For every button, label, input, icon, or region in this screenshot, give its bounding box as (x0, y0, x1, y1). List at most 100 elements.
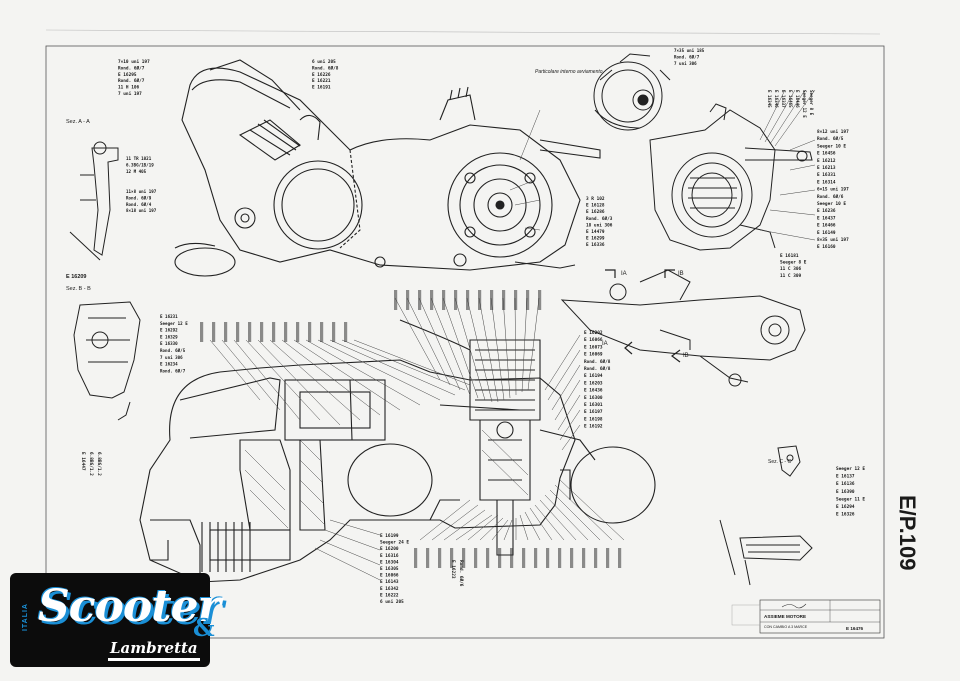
part-number-column (606, 548, 610, 568)
callout-bb-list-4: E 16330 (160, 341, 178, 346)
scooter-lambretta-logo: ITALIA Scooter & Lambretta (10, 573, 221, 667)
logo-main-text: Scooter (38, 581, 221, 632)
callout-center-right-8: E 16436 (584, 388, 603, 394)
callout-right-side-9: Rond. 6Ø/6 (817, 193, 844, 200)
callout-right-vert-1: E 16346 (774, 90, 779, 108)
part-number-column (430, 290, 434, 310)
logo-side-text: ITALIA (22, 603, 29, 632)
part-number-column (394, 290, 398, 310)
section-aa-code: E 16209 (66, 274, 87, 280)
callout-top-right-1: Rond. 6Ø/7 (674, 54, 700, 59)
part-number-column (486, 548, 490, 568)
part-number-column (514, 290, 518, 310)
callout-center-right-9: E 16300 (584, 395, 603, 401)
part-number-column (490, 290, 494, 310)
title-main: ASSIEME MOTORE (764, 614, 806, 619)
cylinder-head-view (649, 103, 813, 251)
callout-right-side-0: 8×12 uni 197 (817, 129, 849, 135)
callout-bottom-mid-4: E 16304 (380, 559, 399, 565)
callout-top-mid-0: 6 uni 205 (312, 59, 336, 65)
part-number-column (462, 548, 466, 568)
part-number-column (618, 548, 622, 568)
part-number-column (438, 548, 442, 568)
part-number-column (498, 548, 502, 568)
callout-flywheel-5: E 14479 (586, 229, 605, 235)
callout-right-vert-5: Seeger 12 E (802, 90, 807, 118)
callout-left-mid-1: 6.3BG/1B/19 (126, 162, 154, 167)
part-number-column (284, 322, 288, 342)
section-ib-marker: IB (678, 271, 684, 277)
callout-right-side-8: 6×15 uni 197 (817, 187, 849, 193)
callout-left-top-3: Rond. 6Ø/7 (118, 77, 145, 84)
part-number-column (502, 290, 506, 310)
part-number-column (474, 548, 478, 568)
callout-flywheel-3: Rond. 6Ø/3 (586, 215, 613, 222)
callout-right-side-14: E 16149 (817, 230, 836, 236)
callout-top-mid-2: E 16226 (312, 72, 331, 78)
part-number-column (296, 322, 300, 342)
callout-right-side-2: Seeger 10 E (817, 143, 846, 149)
section-ia-marker-2: IA (602, 341, 608, 347)
part-number-column (418, 290, 422, 310)
callout-bottom-mid2-1: Rond. 6Ø/6 (458, 560, 465, 587)
callout-top-right-0: 7×35 uni 185 (674, 48, 705, 53)
callout-top-mid-3: E 16221 (312, 78, 331, 84)
part-number-column (450, 548, 454, 568)
drawing-code: E 16476 (846, 626, 864, 631)
part-number-column (224, 322, 228, 342)
callout-bottom-mid-2: E 16200 (380, 546, 399, 552)
logo-sub-text: Lambretta (108, 639, 200, 661)
callout-left-top-1: Rond. 6Ø/7 (118, 64, 145, 71)
part-number-column (594, 548, 598, 568)
detail-caption: Particolare interno avviamento (535, 69, 603, 75)
callout-flywheel-2: E 16286 (586, 209, 605, 215)
callout-bottom-mid-10: 6 uni 205 (380, 599, 404, 605)
part-number-column (510, 548, 514, 568)
callout-center-right-3: E 16069 (584, 352, 603, 358)
callout-right-mid-2: 11 C 306 (780, 266, 802, 272)
callout-bottom-mid-7: E 16143 (380, 579, 399, 585)
callout-top-right-2: 7 uni 306 (674, 61, 697, 66)
section-bb-label: Sez. B - B (66, 286, 91, 292)
part-number-column (344, 322, 348, 342)
callout-right-side-6: E 16331 (817, 172, 836, 178)
callout-bb-list-5: Rond. 6Ø/5 (160, 348, 186, 353)
callout-right-side-4: E 16212 (817, 158, 836, 164)
part-number-column (236, 322, 240, 342)
callout-right-side-16: E 16160 (817, 244, 836, 250)
callout-right-vert-3: E 16465 (788, 90, 793, 108)
callout-flywheel-1: E 16128 (586, 203, 605, 209)
callout-top-mid-1: Rond. 6Ø/8 (312, 64, 339, 71)
callout-center-right-11: E 16197 (584, 409, 603, 415)
callout-right-side-11: E 16236 (817, 208, 836, 214)
section-cc-label: Sez. C - C (768, 459, 791, 465)
part-number-column (212, 322, 216, 342)
logo-ampersand: & (193, 613, 215, 642)
callout-left-mid-0: 11 TR 1021 (126, 156, 152, 161)
drawing-number: E/P.109 (895, 495, 920, 570)
callout-right-side-10: Seeger 10 E (817, 201, 846, 207)
section-cc-view (719, 445, 813, 586)
part-number-column (454, 290, 458, 310)
callout-left-top-2: E 16295 (118, 72, 137, 78)
part-number-column (406, 290, 410, 310)
callout-bottom-mid-8: E 16342 (380, 586, 399, 592)
callout-cc-list-2: E 16136 (836, 481, 855, 487)
title-subtitle: CON CAMBIO A 3 MARCE (764, 625, 808, 629)
part-number-column (522, 548, 526, 568)
callout-center-right-4: Rond. 6Ø/8 (584, 358, 611, 365)
callout-center-right-2: E 16073 (584, 344, 603, 350)
part-number-column (200, 322, 204, 342)
callout-cc-list-0: Seeger 12 E (836, 466, 865, 472)
part-number-column (478, 290, 482, 310)
part-number-column (272, 322, 276, 342)
part-number-column (414, 548, 418, 568)
callout-right-side-12: E 16437 (817, 215, 836, 221)
callout-cc-list-3: E 16390 (836, 489, 855, 495)
callout-right-side-1: Rond. 6Ø/5 (817, 135, 844, 142)
callout-bottom-mid-9: E 16222 (380, 592, 399, 598)
part-number-column (570, 548, 574, 568)
callout-right-side-13: E 16466 (817, 223, 836, 229)
callout-left-mid2-1: Rond. 6Ø/9 (126, 195, 152, 200)
